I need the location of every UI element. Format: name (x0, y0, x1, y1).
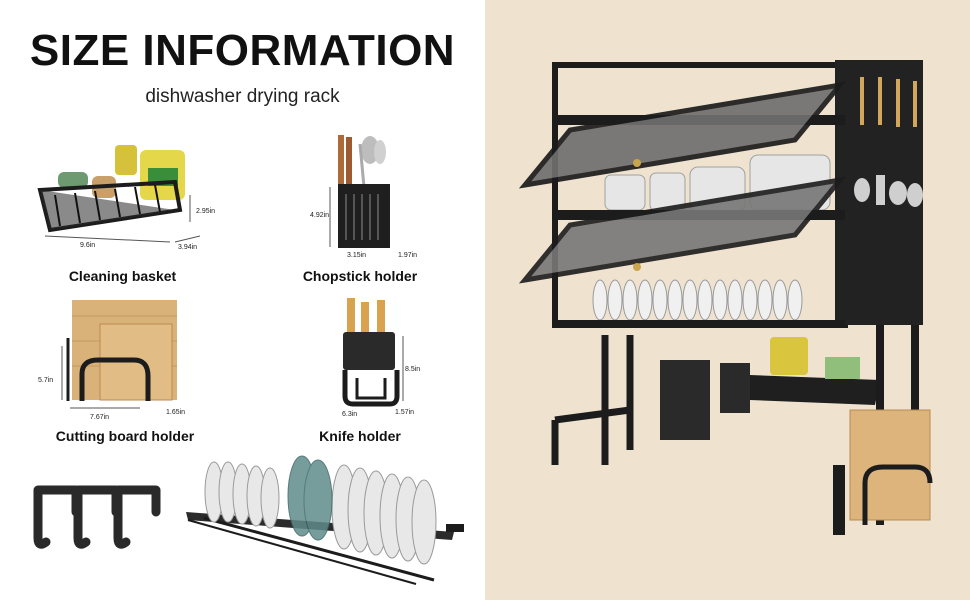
chopstick-holder-image (329, 135, 390, 248)
chopstick-holder-caption: Chopstick holder (302, 268, 418, 284)
board-height-label: 5.7in (38, 377, 54, 384)
cleaning-basket-caption: Cleaning basket (68, 268, 177, 284)
board-depth-label: 1.65in (166, 409, 186, 416)
cleaning-basket-image (37, 145, 201, 243)
dish-rack-image (186, 455, 464, 585)
basket-length-label: 9.6in (80, 242, 96, 249)
cutting-board-holder-caption: Cutting board holder (55, 428, 195, 444)
knife-depth-label: 1.57in (395, 409, 415, 416)
knife-height-label: 8.5in (405, 366, 421, 373)
knife-width-label: 6.3in (342, 411, 358, 418)
hooks-image (33, 485, 161, 549)
basket-depth-label: 3.94in (178, 244, 198, 251)
board-width-label: 7.67in (90, 414, 110, 421)
page-subtitle: dishwasher drying rack (145, 86, 340, 107)
chopstick-depth-label: 1.97in (398, 252, 418, 259)
chopstick-width-label: 3.15in (347, 252, 367, 259)
knife-holder-caption: Knife holder (319, 428, 401, 444)
cutting-board-holder-image (61, 300, 177, 409)
basket-height-label: 2.95in (196, 208, 216, 215)
chopstick-height-label: 4.92in (310, 212, 330, 219)
product-photo-panel (485, 0, 970, 600)
size-info-panel: SIZE INFORMATION dishwasher drying rack … (29, 26, 464, 585)
page-title: SIZE INFORMATION (29, 26, 456, 75)
drying-rack-photo (518, 60, 933, 535)
knife-holder-image (342, 298, 404, 407)
